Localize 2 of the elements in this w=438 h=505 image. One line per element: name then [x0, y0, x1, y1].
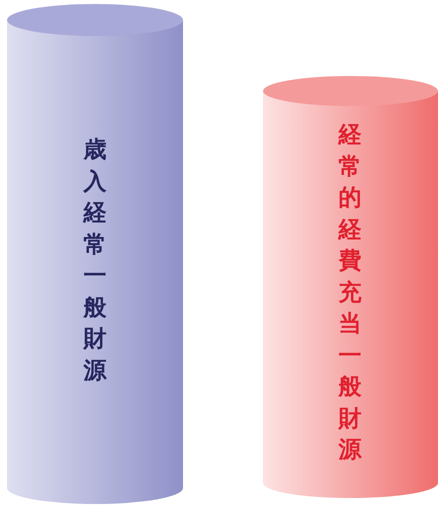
cylinder-label: 歳入経常一般財源	[83, 136, 107, 386]
cylinder-label: 経常的経費充当一般財源	[338, 121, 362, 465]
